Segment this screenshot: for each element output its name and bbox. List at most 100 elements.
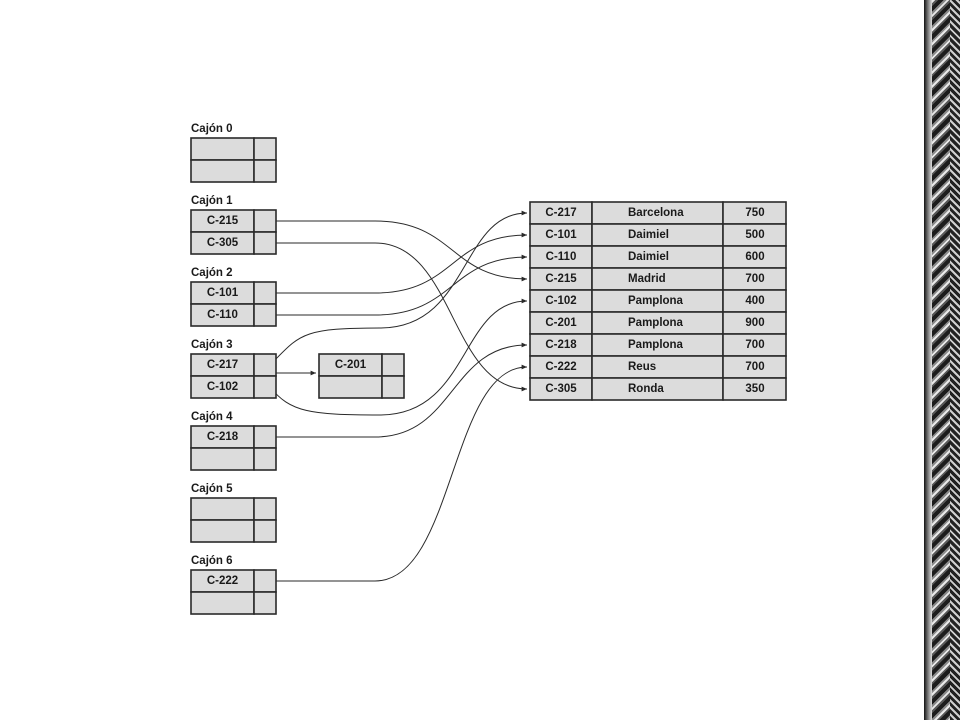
bucket-label: Cajón 1	[191, 195, 233, 207]
record-id: C-222	[545, 361, 576, 373]
record-id: C-102	[545, 295, 576, 307]
pointer-link	[270, 342, 528, 438]
bucket-0: Cajón 0	[190, 123, 277, 183]
record-branch: Pamplona	[628, 339, 684, 351]
record-amount: 700	[745, 361, 764, 373]
decorative-side-strip	[924, 0, 960, 720]
pointer-link	[270, 242, 528, 392]
overflow-pointer-cell	[381, 375, 405, 399]
record-row: C-110 Daimiel 600	[529, 245, 787, 269]
record-amount: 400	[745, 295, 764, 307]
record-amount: 750	[745, 207, 764, 219]
pointer-links	[268, 210, 528, 583]
record-row: C-305 Ronda 350	[529, 377, 787, 401]
bucket-entry-cell	[190, 591, 255, 615]
pointer-link	[269, 210, 528, 366]
record-branch: Daimiel	[628, 229, 669, 241]
record-amount: 700	[745, 339, 764, 351]
record-amount-cell	[722, 377, 787, 401]
bucket-pointer-cell	[253, 519, 277, 543]
bucket-entry: C-101	[207, 287, 239, 299]
record-id: C-305	[545, 383, 577, 395]
record-row: C-215 Madrid 700	[529, 267, 787, 291]
bucket-5: Cajón 5	[190, 483, 277, 543]
bucket-4: Cajón 4 C-218	[190, 411, 277, 471]
record-branch: Barcelona	[628, 207, 684, 219]
pointer-link	[270, 254, 528, 316]
bucket-entry-cell	[190, 497, 255, 521]
overflow-entry: C-201	[335, 359, 367, 371]
bucket-entry: C-110	[207, 309, 238, 321]
record-amount: 900	[745, 317, 764, 329]
record-branch: Daimiel	[628, 251, 669, 263]
record-amount: 350	[745, 383, 764, 395]
pointer-link	[269, 298, 528, 416]
bucket-pointer-cell	[253, 497, 277, 521]
record-branch-cell	[591, 355, 724, 379]
bucket-6: Cajón 6 C-222	[190, 555, 277, 615]
record-id: C-110	[546, 251, 577, 263]
record-id: C-101	[545, 229, 577, 241]
record-id: C-218	[545, 339, 577, 351]
bucket-pointer-cell	[253, 353, 277, 377]
bucket-entry: C-102	[207, 381, 238, 393]
record-branch: Ronda	[628, 383, 664, 395]
bucket-entry-cell	[190, 447, 255, 471]
bucket-pointer-cell	[253, 137, 277, 161]
bucket-label: Cajón 0	[191, 123, 233, 135]
bucket-label: Cajón 6	[191, 555, 233, 567]
bucket-entry: C-218	[207, 431, 239, 443]
record-row: C-217 Barcelona 750	[529, 201, 787, 225]
bucket-pointer-cell	[253, 231, 277, 255]
overflow-pointer-cell	[381, 353, 405, 377]
bucket-entry-cell	[190, 159, 255, 183]
record-id: C-201	[545, 317, 577, 329]
bucket-entry: C-305	[207, 237, 239, 249]
bucket-entry: C-217	[207, 359, 238, 371]
record-amount: 600	[745, 251, 764, 263]
bucket-pointer-cell	[253, 591, 277, 615]
bucket-pointer-cell	[253, 375, 277, 399]
bucket-entry-cell	[190, 519, 255, 543]
record-branch: Reus	[628, 361, 656, 373]
record-id: C-217	[545, 207, 576, 219]
record-row: C-218 Pamplona 700	[529, 333, 787, 357]
overflow-bucket: C-201	[318, 353, 405, 399]
bucket-entry: C-222	[207, 575, 238, 587]
bucket-pointer-cell	[253, 447, 277, 471]
bucket-pointer-cell	[253, 209, 277, 233]
bucket-label: Cajón 5	[191, 483, 233, 495]
bucket-entry-cell	[190, 137, 255, 161]
bucket-pointer-cell	[253, 159, 277, 183]
pointer-link	[270, 364, 528, 582]
record-row: C-102 Pamplona 400	[529, 289, 787, 313]
bucket-label: Cajón 2	[191, 267, 233, 279]
overflow-entry-cell	[318, 375, 383, 399]
record-row: C-201 Pamplona 900	[529, 311, 787, 335]
bucket-pointer-cell	[253, 425, 277, 449]
record-amount: 700	[745, 273, 764, 285]
pointer-link	[270, 220, 528, 282]
record-row: C-101 Daimiel 500	[529, 223, 787, 247]
bucket-label: Cajón 4	[191, 411, 233, 423]
record-id: C-215	[545, 273, 577, 285]
overflow-record-link	[394, 323, 527, 365]
record-branch: Pamplona	[628, 295, 684, 307]
bucket-pointer-cell	[253, 303, 277, 327]
record-branch: Madrid	[628, 273, 666, 285]
bucket-label: Cajón 3	[191, 339, 233, 351]
record-amount: 500	[745, 229, 764, 241]
bucket-pointer-cell	[253, 569, 277, 593]
pointer-link	[270, 232, 528, 294]
record-row: C-222 Reus 700	[529, 355, 787, 379]
bucket-entry: C-215	[207, 215, 239, 227]
bucket-pointer-cell	[253, 281, 277, 305]
record-branch: Pamplona	[628, 317, 684, 329]
